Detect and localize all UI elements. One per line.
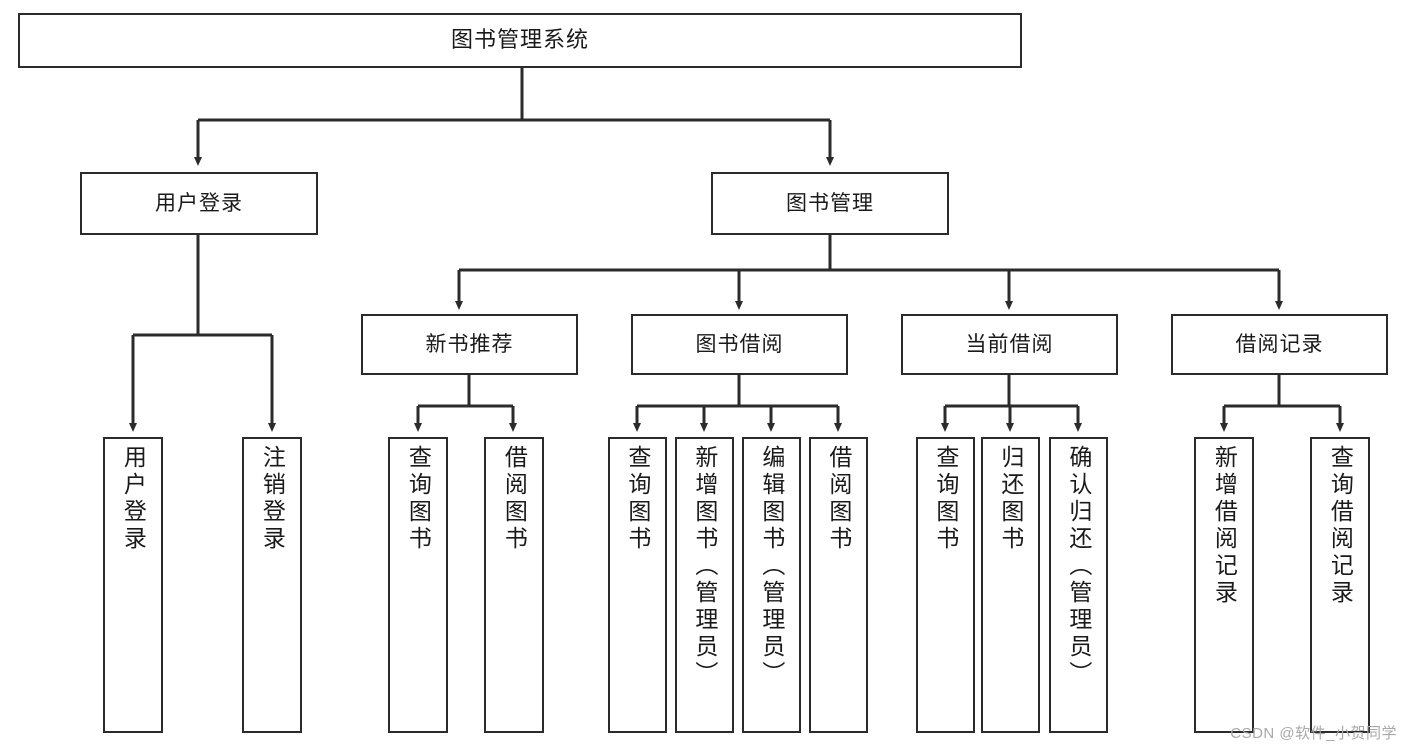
leaf-current-borrow-return-book[interactable]: 归还图书 — [981, 437, 1040, 733]
node-root-book-management-system[interactable]: 图书管理系统 — [18, 13, 1022, 68]
leaf-borrow-record-add-record[interactable]: 新增借阅记录 — [1194, 437, 1254, 733]
node-label: 新增借阅记录 — [1211, 445, 1238, 607]
node-user-login[interactable]: 用户登录 — [80, 172, 318, 235]
node-label: 新书推荐 — [425, 332, 514, 356]
leaf-book-borrow-borrow-book[interactable]: 借阅图书 — [809, 437, 868, 733]
node-current-borrow[interactable]: 当前借阅 — [901, 314, 1118, 375]
node-label: 归还图书 — [997, 445, 1024, 553]
node-label: 当前借阅 — [965, 332, 1054, 356]
leaf-user-login-logout[interactable]: 注销登录 — [242, 437, 302, 733]
node-label: 图书管理系统 — [450, 27, 589, 53]
node-label: 查询图书 — [624, 445, 651, 553]
leaf-book-borrow-add-book-admin[interactable]: 新增图书（管理员） — [675, 437, 734, 733]
node-label: 确认归还（管理员） — [1065, 445, 1092, 688]
node-label: 查询借阅记录 — [1327, 445, 1354, 607]
leaf-current-borrow-confirm-return-admin[interactable]: 确认归还（管理员） — [1049, 437, 1108, 733]
node-borrow-record[interactable]: 借阅记录 — [1171, 314, 1388, 375]
node-label: 借阅图书 — [825, 445, 852, 553]
node-label: 注销登录 — [259, 445, 286, 553]
node-label: 借阅记录 — [1235, 332, 1324, 356]
node-label: 图书借阅 — [695, 332, 784, 356]
node-label: 编辑图书（管理员） — [758, 445, 785, 688]
node-label: 图书管理 — [786, 191, 874, 215]
node-label: 用户登录 — [120, 445, 147, 553]
node-label: 查询图书 — [932, 445, 959, 553]
node-label: 借阅图书 — [501, 445, 528, 553]
leaf-new-book-query-book[interactable]: 查询图书 — [388, 437, 448, 733]
node-new-book-recommend[interactable]: 新书推荐 — [361, 314, 578, 375]
leaf-book-borrow-edit-book-admin[interactable]: 编辑图书（管理员） — [742, 437, 801, 733]
leaf-current-borrow-query-book[interactable]: 查询图书 — [916, 437, 975, 733]
csdn-watermark: CSDN @软件_小贺同学 — [1230, 725, 1397, 742]
leaf-borrow-record-query-record[interactable]: 查询借阅记录 — [1310, 437, 1370, 733]
node-label: 查询图书 — [405, 445, 432, 553]
node-book-management[interactable]: 图书管理 — [711, 172, 949, 235]
leaf-book-borrow-query-book[interactable]: 查询图书 — [608, 437, 667, 733]
node-label: 新增图书（管理员） — [691, 445, 718, 688]
node-book-borrow[interactable]: 图书借阅 — [631, 314, 848, 375]
node-label: 用户登录 — [155, 191, 243, 215]
leaf-user-login-login[interactable]: 用户登录 — [103, 437, 163, 733]
leaf-new-book-borrow-book[interactable]: 借阅图书 — [484, 437, 544, 733]
